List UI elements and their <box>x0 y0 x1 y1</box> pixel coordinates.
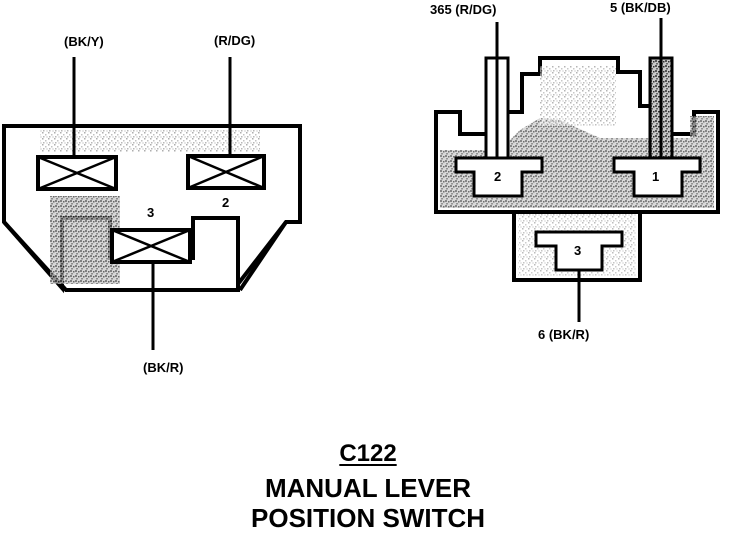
right-pin-3-label: 3 <box>574 243 581 258</box>
right-connector: 365 (R/DG) 5 (BK/DB) 6 (BK/R) 2 1 3 <box>430 0 720 342</box>
left-wire-bkr-label: (BK/R) <box>143 360 183 375</box>
left-wire-rdg-label: (R/DG) <box>214 33 255 48</box>
left-pin-3-label: 3 <box>147 205 154 220</box>
left-cavity-3 <box>110 228 192 264</box>
left-cavity-bky <box>36 155 118 191</box>
right-wire-365-label: 365 (R/DG) <box>430 2 496 17</box>
right-wire-5-label: 5 (BK/DB) <box>610 0 671 15</box>
right-cavity-2 <box>454 156 544 198</box>
left-shading-bottom <box>50 196 120 284</box>
left-shading-top <box>40 130 260 152</box>
left-pin-2-label: 2 <box>222 195 229 210</box>
left-connector: (BK/Y) (R/DG) (BK/R) 2 3 <box>2 33 302 375</box>
right-wire-6-label: 6 (BK/R) <box>538 327 589 342</box>
caption-line-2: POSITION SWITCH <box>251 503 485 533</box>
right-pin-1-label: 1 <box>652 169 659 184</box>
caption-line-1: MANUAL LEVER <box>264 473 472 503</box>
left-wire-bky-label: (BK/Y) <box>64 34 104 49</box>
right-cavity-3 <box>534 230 624 272</box>
left-cavity-2 <box>186 154 266 190</box>
right-shading-upper <box>540 66 616 126</box>
right-cavity-1 <box>612 156 702 198</box>
connector-id-caption: C122 <box>339 440 397 467</box>
right-pin-2-label: 2 <box>494 169 501 184</box>
